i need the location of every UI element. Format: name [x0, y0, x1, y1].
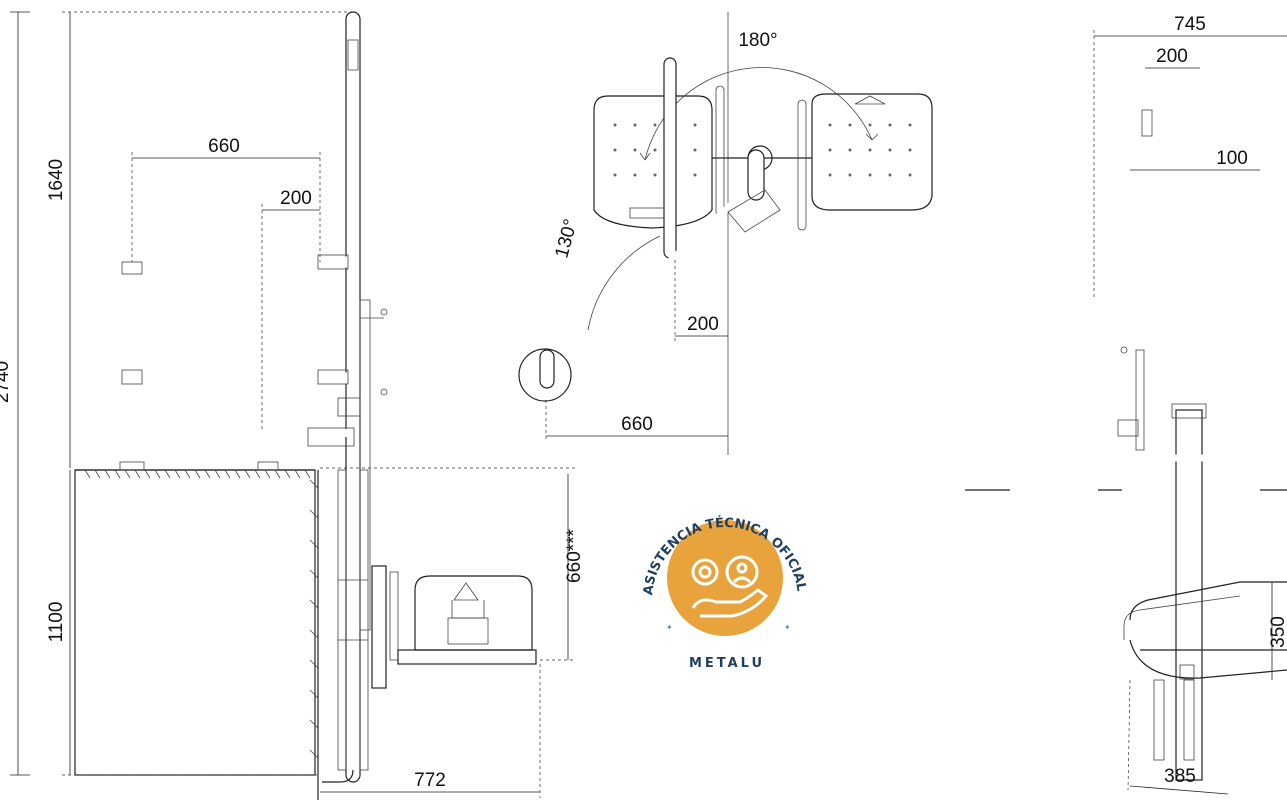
floor-hatch — [84, 469, 319, 759]
dim-front-seat-width: 385 — [1164, 766, 1196, 787]
dim-upper-height: 1640 — [46, 159, 67, 201]
seat-back — [414, 575, 533, 650]
wall-block — [74, 469, 316, 776]
badge-star-left: ✦ — [666, 623, 673, 632]
dim-front-seat-height: 350 — [1268, 616, 1287, 648]
badge-star-right: ✦ — [784, 623, 791, 632]
badge-brand: METALU — [689, 656, 765, 671]
dim-lower-height: 1100 — [46, 602, 67, 643]
dim-plan-offset: 200 — [687, 314, 719, 335]
dim-angle-open: 180° — [738, 30, 777, 51]
seat-backplate — [371, 565, 387, 689]
swing-arc — [644, 67, 873, 161]
grab-bar-plan — [663, 57, 677, 259]
side-elevation-view: 2740 1640 1100 660 200 660*** 772 — [0, 11, 585, 800]
dim-front-width: 745 — [1174, 14, 1206, 35]
seat-plan-left — [593, 95, 713, 229]
dim-rail-length: 660 — [208, 136, 240, 157]
seat-pan — [397, 649, 537, 665]
dim-angle-swing: 130° — [551, 217, 581, 260]
official-service-badge: ASISTENCIA TÉCNICA OFICIAL METALU ✦ ✦ — [641, 515, 808, 671]
post-grip — [347, 39, 359, 71]
dim-front-post: 200 — [1156, 46, 1188, 67]
seat-plan-right — [811, 93, 933, 211]
front-seat-back — [1129, 581, 1287, 621]
dim-front-offset: 100 — [1216, 148, 1248, 169]
plan-view: 180° 130° 200 — [518, 12, 933, 455]
gears-hand-icon — [691, 555, 769, 618]
dim-offset: 200 — [280, 188, 312, 209]
dim-total-height: 2740 — [0, 361, 13, 403]
front-elevation-view: 745 200 100 350 385 — [965, 14, 1287, 795]
dim-seat-reach: 772 — [414, 770, 446, 791]
dim-clearance: 660*** — [564, 528, 585, 582]
dim-plan-arm: 660 — [621, 414, 653, 435]
front-column — [1175, 409, 1203, 781]
main-post — [345, 11, 361, 783]
wall-plate — [518, 348, 572, 402]
